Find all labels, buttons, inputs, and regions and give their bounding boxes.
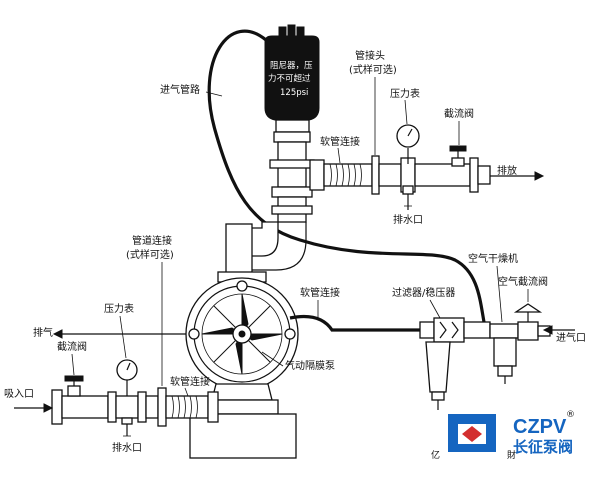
pump-air-hose xyxy=(289,314,420,332)
discharge-riser xyxy=(225,131,315,275)
shutoff-left-label: 截流阀 xyxy=(57,340,87,353)
discharge-label: 排放 xyxy=(497,164,517,177)
damper-label-line1: 阻尼器，压 xyxy=(270,61,313,71)
air-dryer-icon xyxy=(489,323,519,384)
gauge-top-label: 压力表 xyxy=(390,87,420,100)
shutoff-top-label: 截流阀 xyxy=(444,107,474,120)
optional-left-label: (式样可选) xyxy=(126,248,174,261)
brand-logo: CZPV ® 长征泵阀 xyxy=(448,410,575,456)
drain-bottom-label: 排水口 xyxy=(112,441,142,454)
air-shutoff-label: 空气截流阀 xyxy=(498,275,548,288)
discharge-line xyxy=(309,155,491,210)
air-dryer-label: 空气干燥机 xyxy=(468,252,518,265)
pressure-gauge-left-icon xyxy=(116,359,138,396)
damper-label-line2: 力不可超过 xyxy=(268,73,311,84)
suction-inlet-label: 吸入口 xyxy=(4,389,34,400)
valve-handle-icon xyxy=(449,145,467,167)
hose-top-label: 软管连接 xyxy=(320,135,360,148)
logo-brand-text: CZPV xyxy=(513,416,567,438)
pulsation-damper-icon: 阻尼器，压 力不可超过 125psi xyxy=(264,24,320,133)
air-shutoff-valve xyxy=(513,303,551,341)
suction-line xyxy=(14,387,219,437)
logo-cn-name: 长征泵阀 xyxy=(513,438,573,456)
air-line-leader xyxy=(205,91,223,97)
pipe-conn-left-label: 管道连接 xyxy=(132,234,172,247)
logo-reg-mark: ® xyxy=(566,410,575,420)
filter-regulator-icon xyxy=(419,317,491,410)
damper-label-line3: 125psi xyxy=(280,88,308,98)
filter-reg-label: 过滤器/稳压器 xyxy=(392,286,455,299)
air-inlet-label: 进气口 xyxy=(556,331,586,344)
hose-mid-label: 软管连接 xyxy=(300,286,340,299)
pump-label: 气动隔膜泵 xyxy=(285,359,335,372)
exhaust-label: 排气 xyxy=(33,326,53,339)
pipe-joint-top-label: 管接头 xyxy=(355,49,385,62)
optional-top-label: (式样可选) xyxy=(349,63,397,76)
drain-top-label: 排水口 xyxy=(393,213,423,226)
gauge-left-label: 压力表 xyxy=(104,302,134,315)
air-line-hose xyxy=(207,29,486,323)
hose-bottom-label: 软管连接 xyxy=(170,375,210,388)
air-line-label: 进气管路 xyxy=(160,83,200,96)
footer-mid-mark: 財 xyxy=(507,449,516,461)
footer-left-mark: 亿 xyxy=(431,449,440,461)
valve-handle-left-icon xyxy=(64,375,84,397)
pressure-gauge-icon xyxy=(396,124,420,164)
